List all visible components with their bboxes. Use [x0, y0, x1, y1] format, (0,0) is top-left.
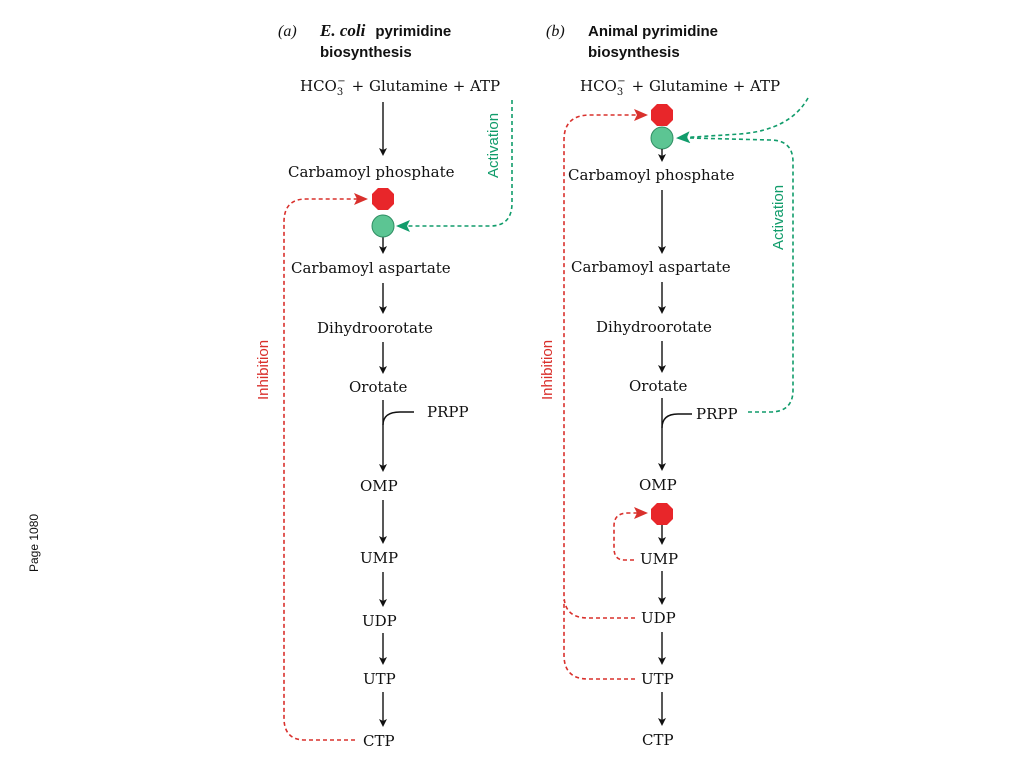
panel-a-substrates: HCO3−+ Glutamine + ATP: [300, 76, 500, 98]
step-b-dihydroorotate: Dihydroorotate: [596, 318, 712, 336]
panel-b: (b) Animal pyrimidine biosynthesis HCO3−…: [539, 23, 809, 749]
step-a-carbamoyl-phosphate: Carbamoyl phosphate: [288, 163, 455, 181]
panel-b-letter: (b): [546, 23, 565, 40]
step-b-ctp: CTP: [642, 731, 674, 749]
panel-a-title: E. coli pyrimidine: [319, 21, 451, 40]
panel-a-letter: (a): [278, 23, 297, 40]
panel-a: (a) E. coli pyrimidine biosynthesis HCO3…: [255, 21, 513, 750]
activator-node-b: [650, 126, 674, 150]
inhibition-label-a: Inhibition: [255, 340, 272, 400]
step-b-carbamoyl-phosphate: Carbamoyl phosphate: [568, 166, 735, 184]
step-a-udp: UDP: [362, 612, 397, 630]
step-a-prpp: PRPP: [427, 403, 469, 421]
page-number: Page 1080: [27, 514, 41, 572]
step-a-ump: UMP: [360, 549, 398, 567]
step-b-ump: UMP: [640, 550, 678, 568]
step-a-carbamoyl-aspartate: Carbamoyl aspartate: [291, 259, 451, 277]
panel-b-title: Animal pyrimidine: [588, 23, 718, 40]
inhibition-path-b-utp: [563, 600, 635, 680]
step-a-omp: OMP: [360, 477, 398, 495]
inhibitor-node-b-top: [651, 104, 673, 126]
step-a-utp: UTP: [363, 670, 396, 688]
step-b-udp: UDP: [641, 609, 676, 627]
inhibition-path-a: [283, 193, 368, 741]
step-b-utp: UTP: [641, 670, 674, 688]
inhibitor-node-a: [372, 188, 394, 210]
activation-path-b-atp: [676, 97, 809, 144]
activation-label-b: Activation: [770, 185, 787, 250]
step-a-dihydroorotate: Dihydroorotate: [317, 319, 433, 337]
activation-path-a: [396, 100, 513, 232]
step-a-orotate: Orotate: [349, 378, 407, 396]
prpp-join-b: [661, 413, 692, 429]
activation-label-a: Activation: [485, 113, 502, 178]
inhibition-path-b-udp: [563, 109, 648, 619]
panel-b-substrates: HCO3−+ Glutamine + ATP: [580, 76, 780, 98]
step-b-prpp: PRPP: [696, 405, 738, 423]
step-a-ctp: CTP: [363, 732, 395, 750]
activation-path-b-prpp: [689, 137, 794, 413]
inhibitor-node-b-omp: [651, 503, 673, 525]
inhibition-path-b-ump: [613, 507, 648, 561]
panel-a-title-italic: E. coli: [319, 21, 366, 40]
inhibition-label-b: Inhibition: [539, 340, 556, 400]
step-b-carbamoyl-aspartate: Carbamoyl aspartate: [571, 258, 731, 276]
activator-node-a: [371, 214, 395, 238]
step-b-omp: OMP: [639, 476, 677, 494]
panel-b-title-line2: biosynthesis: [588, 44, 680, 61]
prpp-join-a: [382, 411, 414, 426]
panel-a-title-rest: pyrimidine: [375, 23, 451, 40]
panel-a-title-line2: biosynthesis: [320, 44, 412, 61]
step-b-orotate: Orotate: [629, 377, 687, 395]
